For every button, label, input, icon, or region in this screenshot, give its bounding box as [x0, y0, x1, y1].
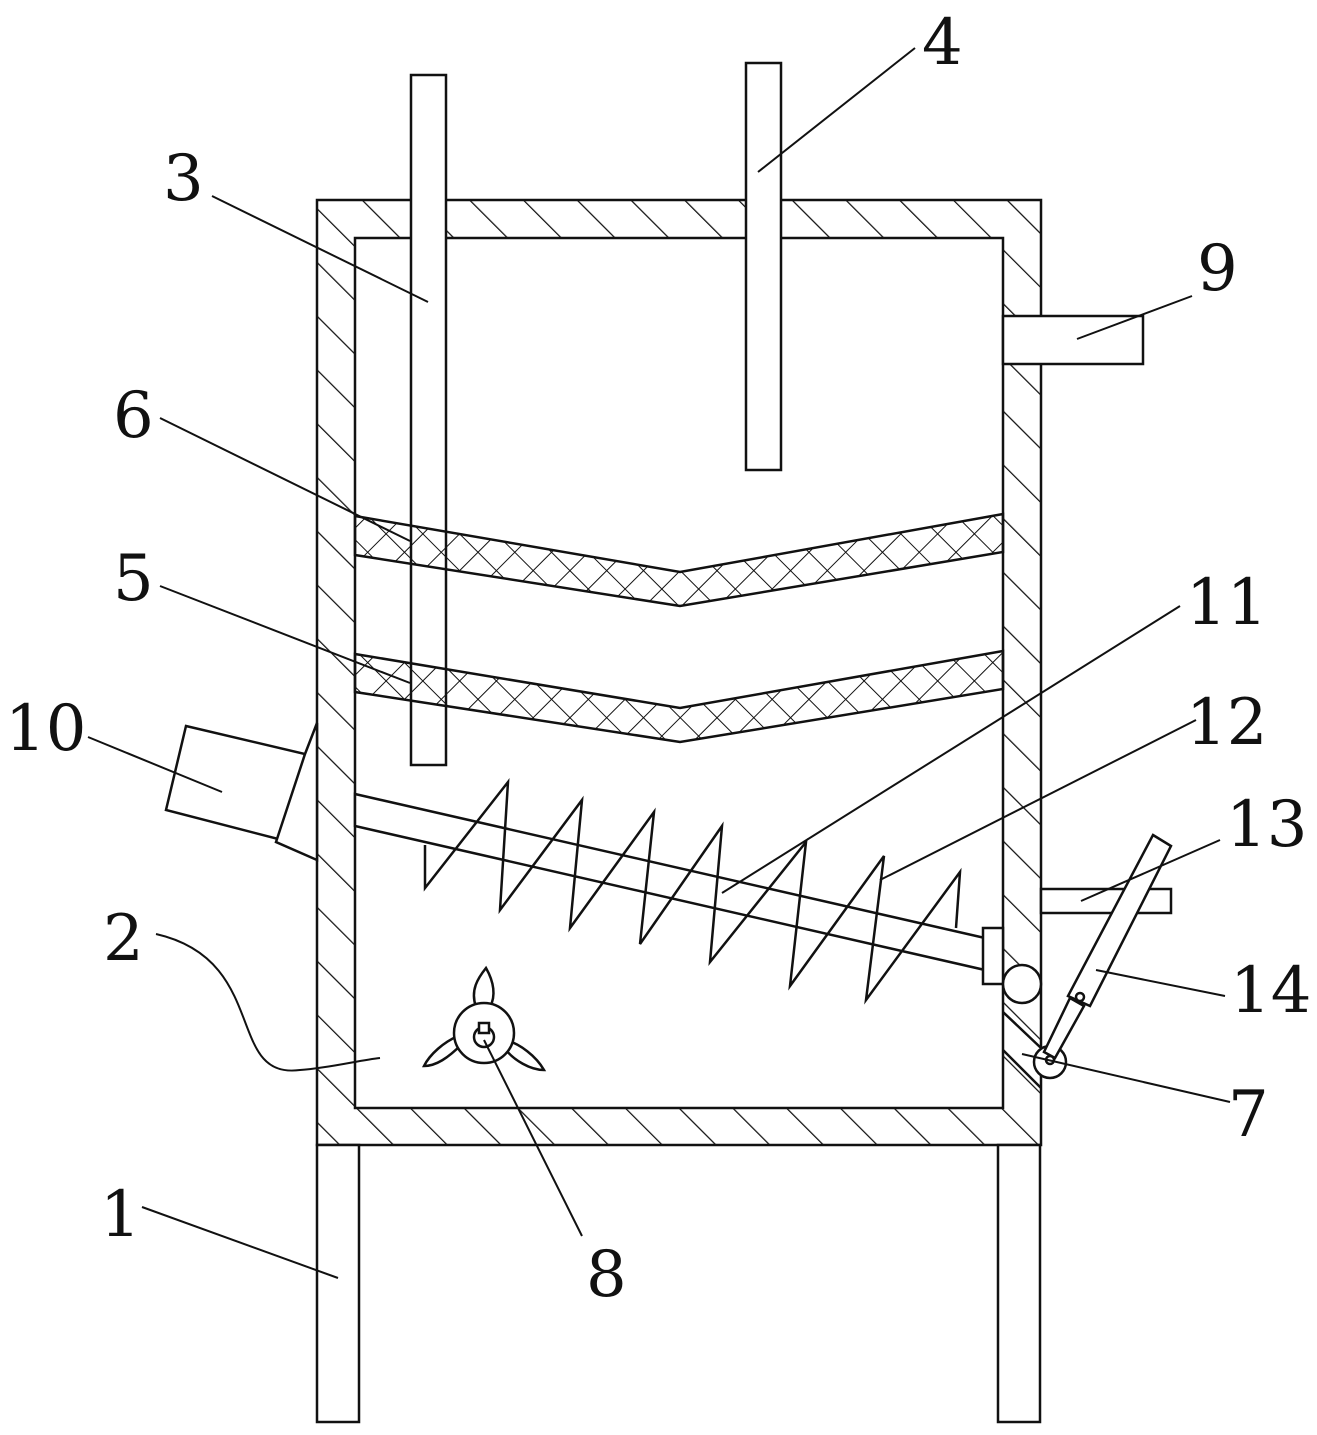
label-3: 3	[163, 142, 204, 216]
rod-4	[744, 61, 783, 472]
cylinder-14	[1042, 833, 1173, 1060]
label-5: 5	[113, 542, 154, 616]
stirrer-8	[421, 965, 547, 1072]
left-leg	[315, 1143, 361, 1424]
rod-3	[409, 73, 448, 767]
label-2: 2	[103, 902, 144, 976]
leader-10	[87, 736, 223, 793]
screw-shaft-11	[353, 792, 987, 972]
shaft-bearing	[981, 926, 1005, 986]
leader-7	[1021, 1053, 1231, 1103]
label-11: 11	[1186, 566, 1267, 640]
leader-9	[1076, 295, 1193, 340]
label-14: 14	[1230, 954, 1311, 1028]
label-6: 6	[113, 379, 154, 453]
leader-1	[141, 1206, 339, 1279]
screen-5	[353, 649, 1005, 744]
label-8: 8	[586, 1238, 627, 1312]
leader-12	[879, 719, 1197, 881]
leader-13	[1080, 839, 1221, 902]
leader-11	[721, 605, 1181, 894]
label-9: 9	[1197, 232, 1238, 306]
motor-flange	[274, 722, 319, 862]
leader-14	[1095, 969, 1226, 997]
label-1: 1	[100, 1178, 141, 1252]
leader-8	[483, 1039, 583, 1237]
leader-3	[211, 195, 429, 303]
label-13: 13	[1226, 788, 1307, 862]
bracket-13	[1039, 887, 1173, 915]
leader-5	[159, 585, 411, 684]
screw-blade-12	[423, 778, 962, 1005]
label-12: 12	[1186, 686, 1267, 760]
label-7: 7	[1228, 1078, 1269, 1152]
leader-6	[159, 417, 411, 542]
discharge-gate-7	[1002, 1011, 1042, 1089]
label-4: 4	[922, 6, 963, 80]
label-10: 10	[5, 692, 86, 766]
screen-6	[353, 512, 1005, 608]
leader-4	[757, 47, 916, 173]
right-leg	[996, 1143, 1042, 1424]
shaft-roller	[1001, 963, 1043, 1005]
leader-2	[155, 933, 381, 1072]
